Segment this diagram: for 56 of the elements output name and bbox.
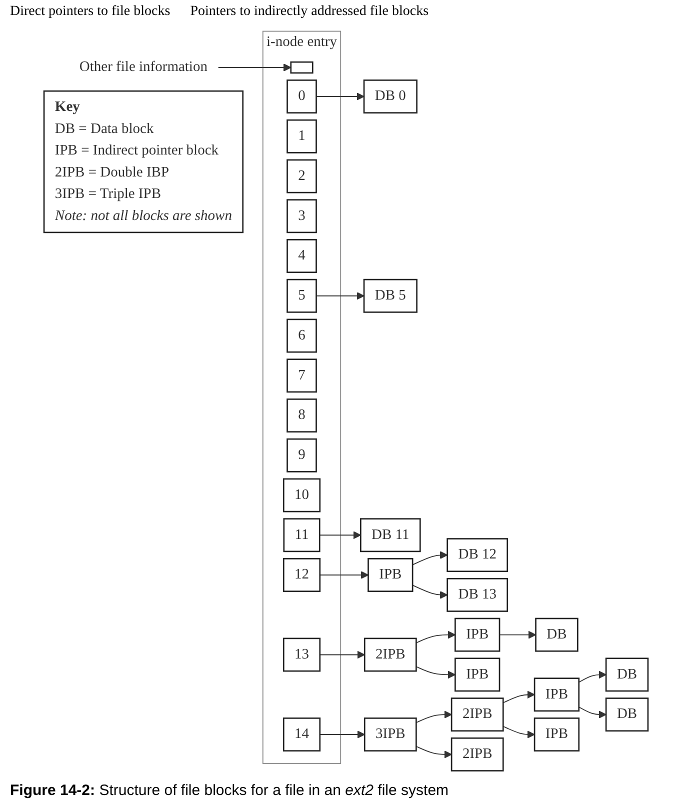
node-box: 2IPB — [450, 737, 504, 772]
node-box: IPB — [534, 678, 580, 712]
node-box: 11 — [283, 518, 320, 552]
arrow — [578, 670, 606, 683]
node-box: 10 — [282, 478, 321, 512]
node-box: 0 — [286, 80, 317, 114]
node-box: DB — [535, 618, 578, 652]
node-text: Other file information — [79, 59, 208, 75]
node-box: IPB — [454, 618, 500, 652]
node-box: 3IPB — [364, 718, 417, 752]
arrow — [416, 666, 456, 679]
arrow — [502, 690, 535, 704]
node-box: 13 — [282, 638, 321, 672]
arrow — [416, 710, 452, 724]
node-box: 7 — [286, 358, 317, 393]
node-box: 9 — [286, 438, 317, 472]
node-box: 8 — [286, 398, 317, 432]
arrow — [578, 706, 606, 719]
arrow — [218, 64, 292, 72]
node-box: DB 0 — [363, 80, 418, 114]
node-box: Key DB = Data block IPB = Indirect pointer block 2IPB = Double IBP 3IPB = Triple IPB Note: not all blocks are shown — [43, 90, 244, 234]
node-box: 1 — [286, 119, 317, 154]
side-label: Pointers to indirectly addressed file blocks — [190, 4, 429, 20]
node-box: 2IPB — [364, 638, 417, 672]
node-box: DB — [605, 658, 649, 692]
figure-caption: Figure 14-2: Structure of file blocks for a file in an ext2 file system — [9, 781, 450, 801]
node-box: 3 — [286, 199, 317, 234]
arrow — [319, 531, 362, 540]
node-box: 14 — [282, 718, 321, 752]
arrow — [319, 650, 365, 659]
node-box: 4 — [286, 239, 317, 273]
node-box: 5 — [286, 278, 317, 313]
node-box: 2IPB — [450, 698, 504, 732]
arrow — [319, 730, 365, 738]
node-box: DB 13 — [446, 578, 508, 612]
node-box: IPB — [368, 558, 414, 592]
node-box: DB — [605, 698, 649, 732]
arrow — [316, 292, 364, 300]
node-box: DB 12 — [446, 538, 508, 572]
node-box: 12 — [282, 558, 321, 592]
arrow — [412, 584, 448, 599]
side-label: Direct pointers to file blocks — [10, 4, 170, 20]
node-box: 6 — [286, 318, 317, 353]
node-box: IPB — [454, 658, 500, 692]
arrow — [499, 630, 536, 639]
arrow — [316, 92, 364, 100]
node-box: DB 11 — [360, 518, 421, 552]
arrow — [319, 571, 369, 579]
arrow — [416, 630, 456, 644]
node-box: DB 5 — [363, 278, 418, 313]
arrow — [502, 726, 535, 738]
node-box: IPB — [534, 718, 580, 752]
arrow — [416, 746, 452, 758]
arrow — [412, 551, 448, 566]
node-box — [290, 61, 314, 74]
node-box: 2 — [286, 159, 317, 194]
